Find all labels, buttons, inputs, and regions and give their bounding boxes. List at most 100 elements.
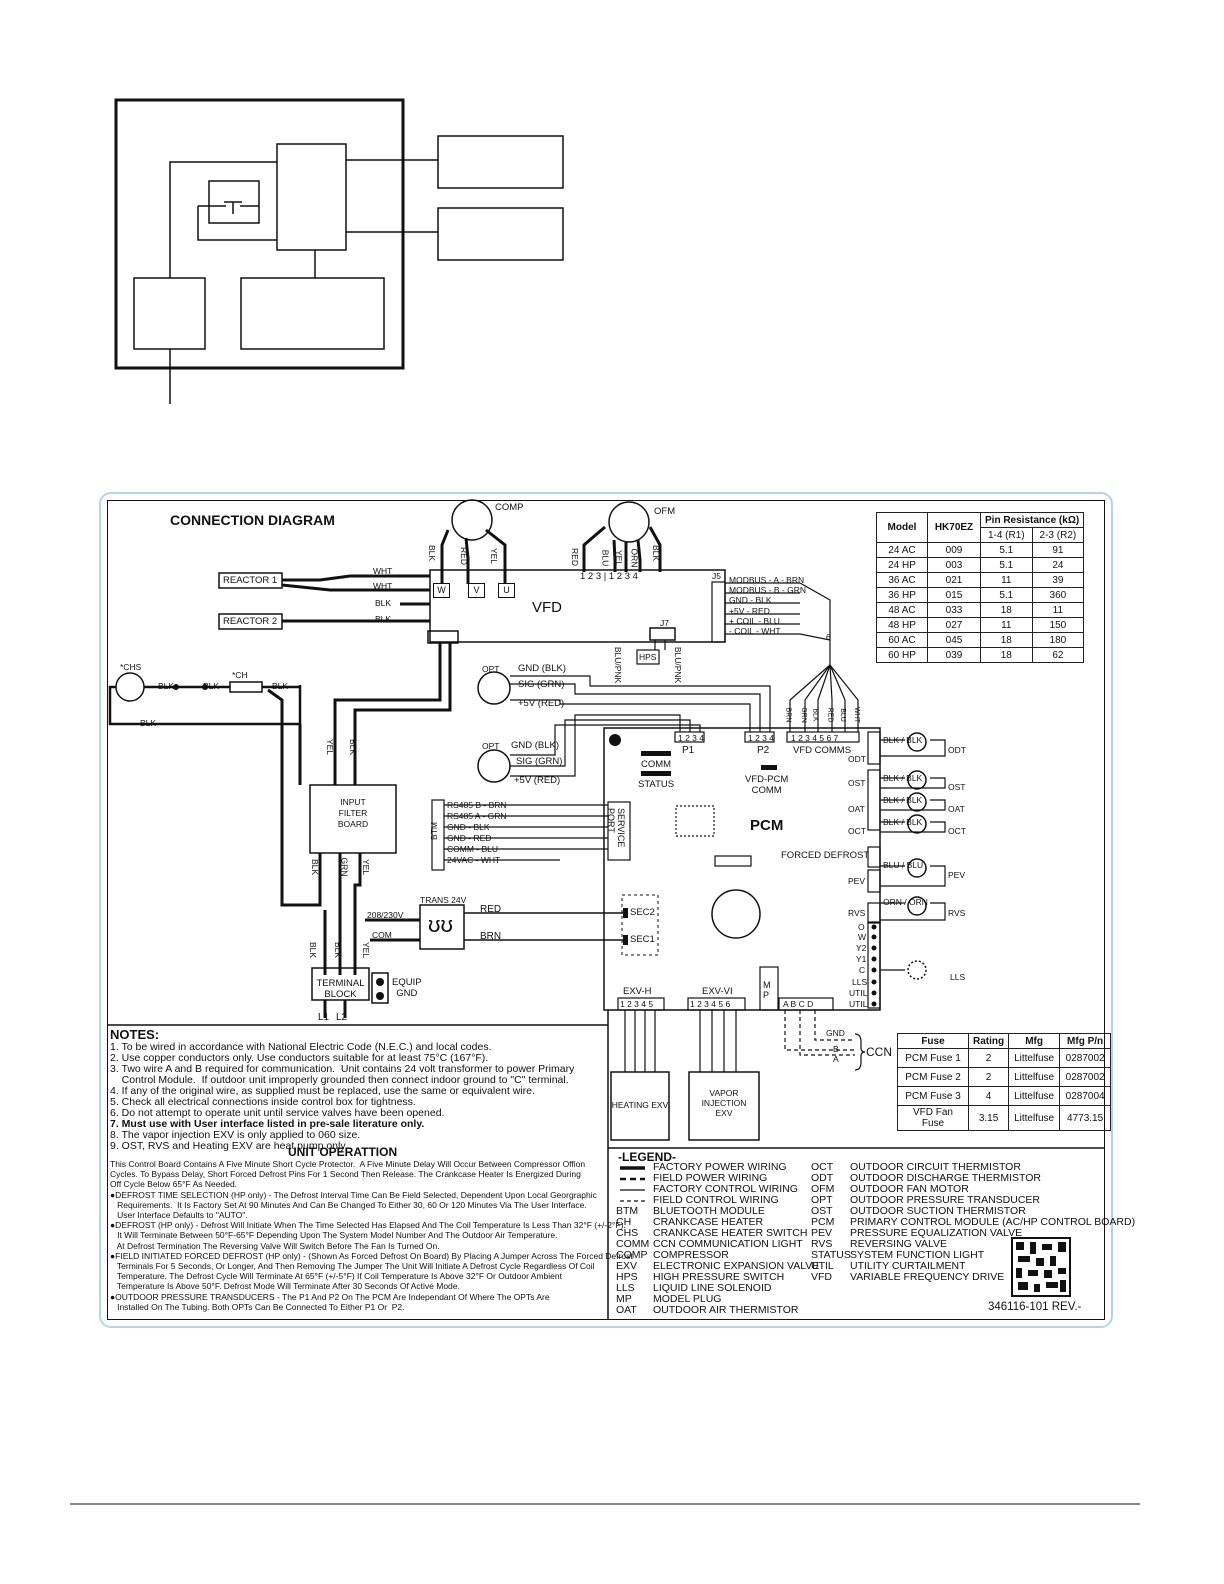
- model-table-cell: 24: [1031, 557, 1085, 573]
- reactor-wire-4: BLK: [375, 614, 392, 624]
- operation-title: UNIT OPERATTION: [288, 1145, 398, 1159]
- model-table-cell: 033: [927, 602, 981, 618]
- operation-line: Cycles. To Bypass Delay, Short Forced De…: [110, 1169, 581, 1180]
- pcm-term-y2: Y2: [856, 943, 867, 953]
- wire-count: 6: [826, 632, 831, 642]
- opt-1-5v: +5V (RED): [518, 698, 565, 709]
- ofm-wire-4: ORN: [629, 548, 640, 568]
- legend-abbr: UTIL: [811, 1260, 834, 1272]
- sensor-ost-name: OST: [948, 782, 966, 792]
- fuse-table-cell: VFD Fan Fuse: [897, 1105, 969, 1131]
- legend-title: -LEGEND-: [618, 1150, 676, 1164]
- lls-label: LLS: [950, 972, 966, 982]
- legend-abbr: CHS: [616, 1227, 639, 1239]
- fuse-table-cell: 0287002: [1059, 1048, 1112, 1068]
- legend-abbr: BTM: [616, 1205, 639, 1217]
- l1-label: L1: [318, 1012, 330, 1023]
- fuse-table-cell: 2: [967, 1048, 1010, 1068]
- ccn-gnd: GND: [826, 1028, 845, 1038]
- sensor-rvs-name: RVS: [948, 908, 966, 918]
- operation-line: Temperature. The Defrost Cycle Will Term…: [110, 1271, 562, 1282]
- legend-abbr: COMM: [616, 1238, 650, 1250]
- pcm-term-util-1: UTIL: [849, 988, 868, 998]
- legend-desc: ELECTRONIC EXPANSION VALVE: [653, 1260, 820, 1272]
- sensor-oct-pin: OCT: [848, 826, 866, 836]
- vfd-term-u: U: [498, 583, 515, 598]
- model-table-cell: 5.1: [980, 587, 1033, 603]
- yel-wire: YEL: [325, 738, 336, 756]
- model-table-header-2: HK70EZ: [927, 512, 981, 543]
- exv-vi-pins: 1 2 3 4 5 6: [690, 999, 731, 1009]
- note-item: 9. OST, RVS and Heating EXV are heat pum…: [110, 1140, 346, 1152]
- sensor-oat-wires: BLK / BLK: [883, 795, 923, 805]
- sensor-odt-wires: BLK / BLK: [883, 735, 923, 745]
- tb-wire-yel: YEL: [361, 941, 372, 959]
- legend-desc: FACTORY POWER WIRING: [653, 1161, 787, 1173]
- j5-pin-1: MODBUS - A - BRN: [729, 575, 805, 585]
- model-table-cell: 18: [980, 602, 1033, 618]
- pcm-label: PCM: [750, 817, 784, 834]
- legend-abbr: OPT: [811, 1194, 833, 1206]
- l2-label: L2: [336, 1012, 348, 1023]
- legend-desc: CRANKCASE HEATER SWITCH: [653, 1227, 808, 1239]
- trans-wire-brn: BRN: [480, 931, 502, 942]
- model-table-cell: 91: [1031, 542, 1085, 558]
- tb-wire-blk2: BLK: [333, 941, 344, 959]
- operation-line: Off Cycle Below 65°F As Needed.: [110, 1179, 238, 1190]
- mp-label: M P: [763, 980, 771, 1000]
- operation-line: At Defrost Termination The Reversing Val…: [110, 1240, 440, 1251]
- vapor-exv-label: VAPOR INJECTION EXV: [701, 1088, 747, 1118]
- note-item: Control Module. If outdoor unit improper…: [110, 1074, 569, 1086]
- opt-1-label: OPT: [482, 664, 500, 674]
- fuse-table-cell: 0287002: [1059, 1067, 1112, 1087]
- service-port-label: SERVICE PORT: [606, 808, 626, 848]
- operation-line: This Control Board Contains A Five Minut…: [110, 1159, 586, 1169]
- model-table-cell: 015: [927, 587, 981, 603]
- chs-wire-2: BLK: [203, 681, 220, 691]
- note-item: 3. Two wire A and B required for communi…: [110, 1063, 575, 1075]
- operation-line: Terminals For 5 Seconds, Or Longer, And …: [110, 1261, 595, 1272]
- fuse-table-cell: PCM Fuse 2: [897, 1067, 969, 1087]
- j5-pin-6: - COIL - WHT: [729, 626, 781, 636]
- legend-abbr: PEV: [811, 1227, 833, 1239]
- comp-wire-1: BLK: [427, 544, 438, 562]
- operation-list: This Control Board Contains A Five Minut…: [110, 1159, 633, 1312]
- terminal-block-label: TERMINAL BLOCK: [316, 978, 365, 1000]
- ch-label: *CH: [232, 670, 248, 680]
- operation-line: ●OUTDOOR PRESSURE TRANSDUCERS - The P1 A…: [110, 1291, 550, 1302]
- status-light-label: STATUS: [638, 779, 675, 790]
- diagram-inner-frame: [107, 500, 1105, 1320]
- legend-abbr: RVS: [811, 1238, 833, 1250]
- ccn-a: A: [833, 1054, 839, 1064]
- sensor-rvs-pin: RVS: [848, 908, 866, 918]
- model-table-cell: 48 AC: [876, 602, 928, 618]
- vfd-comm-pins: 1 2 3 4 5 6 7: [791, 733, 839, 743]
- v208-label: 208/230V: [367, 910, 404, 920]
- model-table-cell: 003: [927, 557, 981, 573]
- fuse-table-cell: 4: [967, 1086, 1010, 1106]
- model-table-cell: 5.1: [980, 557, 1033, 573]
- note-item: 6. Do not attempt to operate unit until …: [110, 1107, 445, 1119]
- model-table-cell: 027: [927, 617, 981, 633]
- heating-exv-label: HEATING EXV: [611, 1100, 669, 1110]
- sensor-oat-pin: OAT: [848, 804, 865, 814]
- equip-gnd-label: EQUIP GND: [392, 977, 422, 999]
- note-item: 8. The vapor injection EXV is only appli…: [110, 1129, 361, 1141]
- model-table-cell: 009: [927, 542, 981, 558]
- legend-desc: CRANKCASE HEATER: [653, 1216, 764, 1228]
- btm-pin-6: 24VAC - WHT: [447, 855, 501, 865]
- model-table-cell: 021: [927, 572, 981, 588]
- model-table-cell: 48 HP: [876, 617, 928, 633]
- vfd-comm-wire-1: BRN: [784, 707, 792, 723]
- fuse-table-cell: 4773.15: [1059, 1105, 1112, 1131]
- comm-light-label: COMM: [641, 759, 672, 770]
- operation-line: It Will Terminate Between 50°F-65°F Depe…: [110, 1230, 558, 1241]
- j7-label: J7: [660, 618, 669, 628]
- btm-pin-1: RS485 B - BRN: [447, 800, 507, 810]
- model-table-cell: 24 HP: [876, 557, 928, 573]
